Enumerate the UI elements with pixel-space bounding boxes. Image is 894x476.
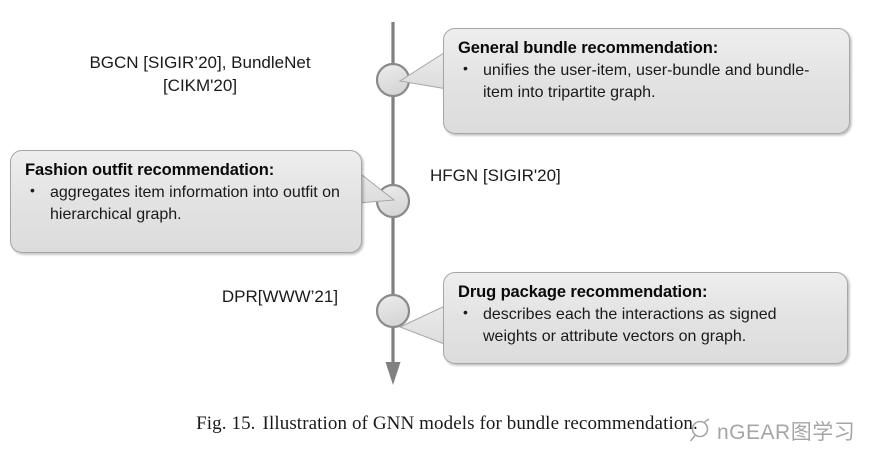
- callout-drug-package-title: Drug package recommendation:: [458, 283, 708, 301]
- timeline-node-bgcn: [375, 62, 411, 98]
- figure-caption-number: Fig. 15.: [196, 413, 256, 434]
- list-item: describes each the interactions as signe…: [458, 303, 833, 346]
- label-hfgn: HFGN [SIGIR'20]: [430, 166, 561, 185]
- watermark: nGEAR图学习: [688, 416, 855, 446]
- timeline-node-dpr: [375, 293, 411, 329]
- callout-fashion-outfit-bullets: aggregates item information into outfit …: [25, 181, 347, 224]
- figure-caption-text: Illustration of GNN models for bundle re…: [262, 413, 698, 434]
- list-item: unifies the user-item, user-bundle and b…: [458, 59, 835, 102]
- figure-caption: Fig. 15. Illustration of GNN models for b…: [0, 413, 894, 435]
- magnifier-logo-icon: [688, 418, 714, 444]
- callout-fashion-outfit-title: Fashion outfit recommendation:: [25, 161, 275, 179]
- callout-fashion-outfit: Fashion outfit recommendation: aggregate…: [10, 150, 362, 253]
- timeline-arrowhead: [385, 362, 401, 385]
- label-dpr: DPR[WWW’21]: [221, 287, 339, 306]
- callout-drug-package-bullets: describes each the interactions as signe…: [458, 303, 833, 346]
- timeline-node-hfgn: [375, 183, 411, 219]
- callout-general-bundle: General bundle recommendation: unifies t…: [443, 28, 850, 134]
- callout-drug-package: Drug package recommendation: describes e…: [443, 272, 848, 364]
- watermark-text: nGEAR图学习: [717, 421, 856, 444]
- callout-general-bundle-title: General bundle recommendation:: [458, 39, 719, 57]
- list-item: aggregates item information into outfit …: [25, 181, 347, 224]
- label-bgcn: BGCN [SIGIR’20], BundleNet [CIKM'20]: [89, 53, 311, 95]
- callout-general-bundle-bullets: unifies the user-item, user-bundle and b…: [458, 59, 835, 102]
